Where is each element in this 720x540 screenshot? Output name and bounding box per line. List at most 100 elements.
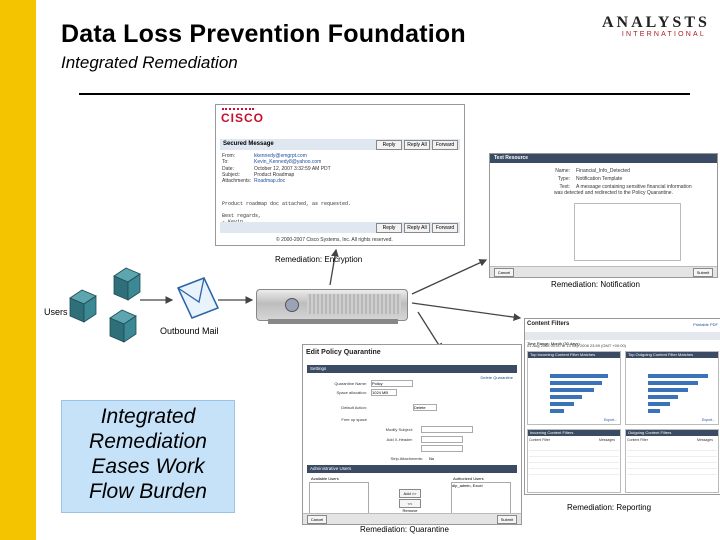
notification-caption: Remediation: Notification (551, 280, 640, 289)
resource-type-row: Type:Notification Template (557, 176, 623, 182)
cancel-button[interactable]: Cancel (494, 268, 514, 277)
envelope-icon (176, 277, 220, 319)
quarantine-cancel-button[interactable]: Cancel (307, 515, 327, 524)
forward-button[interactable]: Forward (432, 140, 458, 150)
forward-button-bottom[interactable]: Forward (432, 223, 458, 233)
notification-template-screenshot: Text Resource Name:Financial_Info_Detect… (489, 153, 718, 278)
quarantine-title: Edit Policy Quarantine (306, 349, 381, 356)
table-row[interactable] (627, 451, 717, 457)
quarantine-name-label: Quarantine Name: (334, 381, 367, 386)
template-text-area[interactable] (574, 203, 681, 261)
table-row[interactable] (529, 463, 619, 469)
header-value-input[interactable] (421, 445, 463, 452)
outgoing-bar-4 (648, 395, 678, 399)
callout-line-3: Eases Work (91, 455, 205, 478)
title-rule (79, 93, 690, 95)
resource-name-row: Name:Financial_Info_Detected (555, 168, 630, 174)
reply-all-button-bottom[interactable]: Reply All (404, 223, 430, 233)
time-range-select[interactable]: Time Range: Month (30 days) (527, 341, 580, 346)
table-row[interactable] (529, 469, 619, 475)
table-row[interactable] (529, 445, 619, 451)
incoming-export-link[interactable]: Export... (603, 418, 617, 422)
message-header-title: Secured Message (223, 141, 274, 147)
appliance-dial (285, 298, 299, 312)
modify-subject-label: Modify Subject: (385, 427, 413, 432)
incoming-bar-1 (550, 374, 608, 378)
table-row[interactable] (627, 445, 717, 451)
free-space-label: Free up space (341, 417, 367, 422)
table-row[interactable] (627, 469, 717, 475)
users-label: Users (44, 307, 68, 317)
strip-attachments-label: Strip Attachments: (390, 456, 423, 461)
slide-title: Data Loss Prevention Foundation (61, 20, 466, 48)
field-date: Date:October 12, 2007 3:32:59 AM PDT (222, 165, 331, 172)
message-toolbar: Secured Message Reply Reply All Forward (220, 139, 460, 150)
company-logo: ANALYSTS INTERNATIONAL (602, 14, 707, 38)
table-row[interactable] (529, 457, 619, 463)
outgoing-bar-6 (648, 409, 660, 413)
arrow-gateway-to-notification (411, 259, 488, 295)
add-header-label: Add X-Header: (386, 437, 413, 442)
authorized-users-label: Authorized Users (453, 476, 484, 481)
printable-pdf-link[interactable]: Printable PDF (693, 322, 718, 327)
cisco-logo: CISCO (221, 111, 265, 125)
reporting-caption: Remediation: Reporting (567, 503, 652, 512)
incoming-bar-4 (550, 395, 582, 399)
quarantine-caption: Remediation: Quarantine (360, 525, 449, 534)
outgoing-table-title: Outgoing Content Filters (626, 430, 718, 436)
delete-quarantine-link[interactable]: Delete Quarantine (480, 375, 513, 380)
message-fields: From:kkennedy@emgrpt.com To:Kevin_Kenned… (222, 153, 331, 184)
quarantine-submit-button[interactable]: Submit (497, 515, 517, 524)
arrow-gateway-to-quarantine (417, 311, 443, 352)
reply-button-bottom[interactable]: Reply (376, 223, 402, 233)
arrow-gateway-to-encryption (329, 248, 339, 286)
field-from: From:kkennedy@emgrpt.com (222, 153, 307, 159)
field-attachments: Attachments:Roadmap.doc (222, 178, 286, 185)
encryption-caption: Remediation: Encryption (275, 255, 363, 264)
outbound-mail-label: Outbound Mail (160, 326, 219, 336)
submit-button[interactable]: Submit (693, 268, 713, 277)
callout-line-1: Integrated (100, 405, 196, 428)
quarantine-name-input[interactable]: Policy (371, 380, 413, 387)
arrow-gateway-to-reporting (411, 302, 522, 321)
space-allocation-input[interactable]: 1024 MB (371, 389, 397, 396)
default-action-label: Default Action: (341, 405, 367, 410)
outgoing-bar-1 (648, 374, 708, 378)
cisco-logo-bridge (222, 108, 254, 113)
email-gateway-appliance (256, 289, 408, 321)
add-header-input[interactable] (421, 436, 463, 443)
incoming-bar-6 (550, 409, 564, 413)
add-user-button[interactable]: Add >> (399, 489, 421, 498)
incoming-matches-title: Top Incoming Content Filter Matches (528, 352, 620, 358)
incoming-table-title: Incoming Content Filters (528, 430, 620, 436)
field-subject: Subject:Product Roadmap (222, 171, 295, 178)
resource-text-row: Text:A message containing sensitive fina… (554, 184, 692, 196)
modify-subject-input[interactable] (421, 426, 473, 433)
incoming-bar-5 (550, 402, 574, 406)
time-range-bar: Time Range: Month (30 days) (525, 332, 720, 346)
quarantine-footer: Cancel Submit (303, 513, 521, 524)
strip-attachments-value[interactable]: No (429, 456, 435, 461)
available-users-list[interactable] (309, 482, 369, 514)
reply-all-button[interactable]: Reply All (404, 140, 430, 150)
appliance-vents (307, 294, 401, 314)
encrypted-email-screenshot: CISCO Secured Message Reply Reply All Fo… (215, 104, 465, 246)
default-action-select[interactable]: Delete (413, 404, 437, 411)
outgoing-bar-2 (648, 381, 698, 385)
appliance-base (268, 319, 398, 324)
space-allocation-label: Space allocation: (336, 390, 367, 395)
remove-user-button[interactable]: << Remove (399, 499, 421, 513)
table-row[interactable] (529, 451, 619, 457)
authorized-users-list[interactable]: dlp_admin, Excel (451, 482, 511, 514)
outgoing-matches-chart: Top Outgoing Content Filter Matches Expo… (625, 351, 719, 425)
incoming-bar-2 (550, 381, 602, 385)
slide-subtitle: Integrated Remediation (61, 53, 238, 72)
reply-button[interactable]: Reply (376, 140, 402, 150)
outgoing-matches-title: Top Outgoing Content Filter Matches (626, 352, 718, 358)
table-row[interactable] (627, 457, 717, 463)
table-row[interactable] (627, 463, 717, 469)
outgoing-export-link[interactable]: Export... (701, 418, 715, 422)
